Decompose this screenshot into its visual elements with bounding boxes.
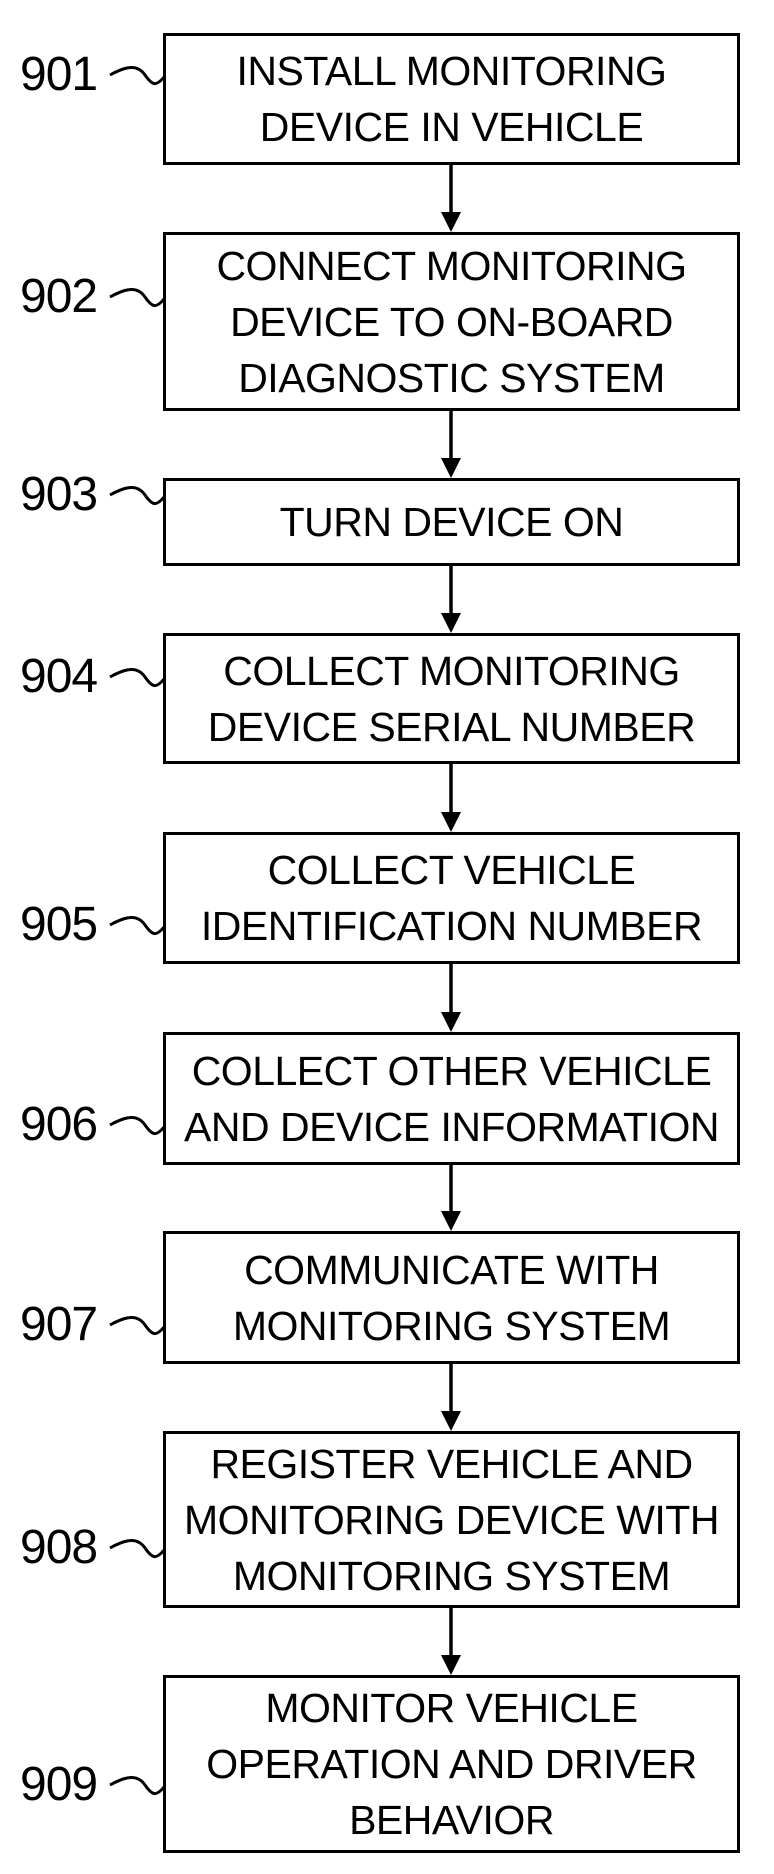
step-box-904: COLLECT MONITORING DEVICE SERIAL NUMBER — [163, 633, 740, 764]
step-text-line: COLLECT VEHICLE — [268, 842, 636, 898]
leader-line — [110, 1118, 164, 1134]
leader-line — [110, 670, 164, 686]
step-text-line: AND DEVICE INFORMATION — [184, 1099, 719, 1155]
step-ref-901: 901 — [20, 47, 116, 103]
leader-line — [110, 918, 164, 934]
arrow-head-icon — [441, 1012, 461, 1032]
leader-line — [110, 1778, 164, 1794]
step-text-line: IDENTIFICATION NUMBER — [201, 898, 702, 954]
step-text-line: CONNECT MONITORING — [216, 238, 686, 294]
step-box-907: COMMUNICATE WITH MONITORING SYSTEM — [163, 1231, 740, 1364]
step-text-line: DEVICE IN VEHICLE — [260, 99, 643, 155]
step-text-line: TURN DEVICE ON — [280, 494, 624, 550]
step-text-line: INSTALL MONITORING — [237, 43, 667, 99]
step-ref-907: 907 — [20, 1297, 116, 1353]
step-text-line: COLLECT MONITORING — [223, 643, 680, 699]
step-box-905: COLLECT VEHICLE IDENTIFICATION NUMBER — [163, 832, 740, 964]
step-text-line: DEVICE TO ON-BOARD — [230, 294, 673, 350]
step-box-901: INSTALL MONITORING DEVICE IN VEHICLE — [163, 33, 740, 165]
step-box-902: CONNECT MONITORING DEVICE TO ON-BOARD DI… — [163, 232, 740, 411]
step-text-line: MONITORING SYSTEM — [233, 1298, 670, 1354]
step-ref-909: 909 — [20, 1757, 116, 1813]
step-text-line: BEHAVIOR — [349, 1792, 554, 1848]
arrow-head-icon — [441, 1655, 461, 1675]
step-box-903: TURN DEVICE ON — [163, 478, 740, 566]
step-text-line: OPERATION AND DRIVER — [206, 1736, 696, 1792]
step-ref-902: 902 — [20, 269, 116, 325]
step-box-909: MONITOR VEHICLE OPERATION AND DRIVER BEH… — [163, 1675, 740, 1853]
leader-line — [110, 68, 164, 84]
leader-line — [110, 1318, 164, 1334]
arrow-head-icon — [441, 1411, 461, 1431]
step-text-line: COLLECT OTHER VEHICLE — [192, 1043, 712, 1099]
arrow-head-icon — [441, 1211, 461, 1231]
step-text-line: MONITORING SYSTEM — [233, 1548, 670, 1604]
step-text-line: REGISTER VEHICLE AND — [210, 1436, 692, 1492]
leader-line — [110, 290, 164, 306]
leader-line — [110, 1541, 164, 1557]
step-box-906: COLLECT OTHER VEHICLE AND DEVICE INFORMA… — [163, 1032, 740, 1165]
arrow-head-icon — [441, 812, 461, 832]
step-text-line: MONITORING DEVICE WITH — [184, 1492, 719, 1548]
step-ref-908: 908 — [20, 1520, 116, 1576]
arrow-head-icon — [441, 212, 461, 232]
step-text-line: MONITOR VEHICLE — [265, 1680, 637, 1736]
leader-line — [110, 488, 164, 504]
arrow-head-icon — [441, 458, 461, 478]
step-ref-903: 903 — [20, 467, 116, 523]
arrow-head-icon — [441, 613, 461, 633]
step-text-line: COMMUNICATE WITH — [244, 1242, 659, 1298]
step-ref-906: 906 — [20, 1097, 116, 1153]
step-box-908: REGISTER VEHICLE AND MONITORING DEVICE W… — [163, 1431, 740, 1608]
step-ref-905: 905 — [20, 897, 116, 953]
step-text-line: DIAGNOSTIC SYSTEM — [238, 350, 665, 406]
step-ref-904: 904 — [20, 649, 116, 705]
step-text-line: DEVICE SERIAL NUMBER — [208, 699, 695, 755]
